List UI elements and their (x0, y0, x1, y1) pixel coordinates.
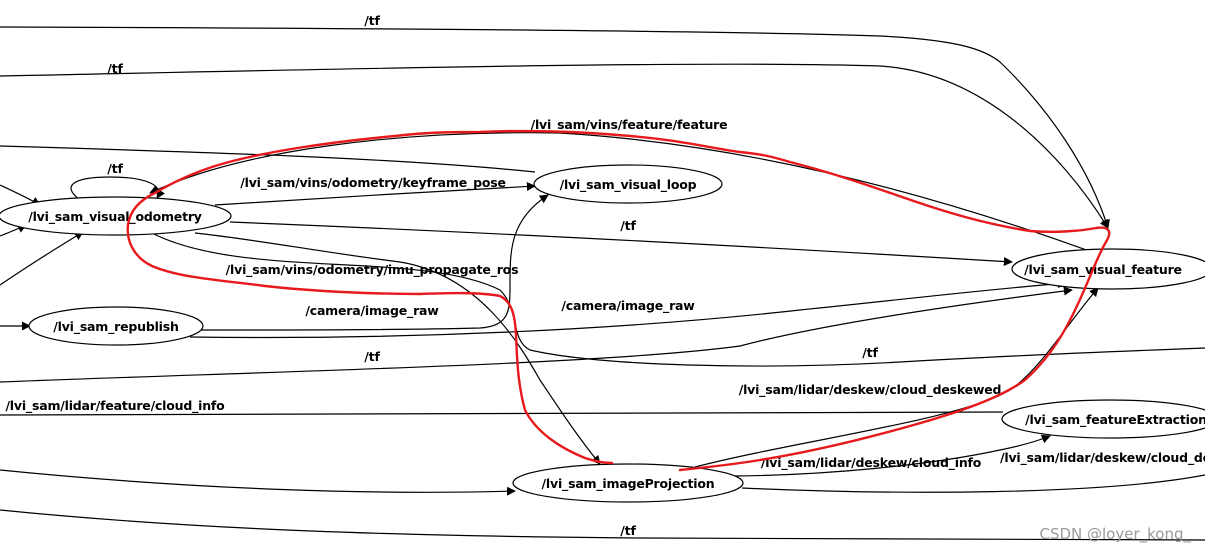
edge-label-tf-top: /tf (364, 13, 380, 28)
node-image-projection[interactable]: /lvi_sam_imageProjection (512, 463, 744, 503)
edge-tf-left-mid (0, 286, 1073, 383)
edge-label-tf-self-loop: /tf (107, 161, 123, 176)
edge-label-tf-to-visual-feature: /tf (620, 218, 636, 233)
edge-label-feature-feature: /lvi_sam/vins/feature/feature (531, 117, 728, 133)
node-feature-extraction[interactable]: /lvi_sam_featureExtraction (1001, 399, 1205, 439)
edge-label-tf-right-mid: /tf (862, 345, 878, 360)
edge-label-tf-bottom: /tf (620, 523, 636, 538)
edge-label-keyframe-pose: /lvi_sam/vins/odometry/keyframe_pose (240, 175, 505, 191)
edge-label-imu-propagate: /lvi_sam/vins/odometry/imu_propagate_ros (226, 262, 519, 278)
edge-tf-bottom (0, 509, 1205, 541)
node-visual-loop-label: /lvi_sam_visual_loop (560, 177, 697, 193)
edge-label-cloud-deskewed-top: /lvi_sam/lidar/deskew/cloud_deskewed (739, 382, 1002, 398)
edge-label-cloud-info-left: /lvi_sam/lidar/feature/cloud_info (5, 398, 225, 414)
node-visual-feature-label: /lvi_sam_visual_feature (1024, 262, 1182, 278)
edge-left-to-image-projection (0, 469, 516, 496)
edge-left-to-odometry-3 (0, 231, 84, 286)
edge-tf-second (0, 63, 1109, 229)
node-image-projection-label: /lvi_sam_imageProjection (542, 476, 715, 492)
node-feature-extraction-label: /lvi_sam_featureExtraction (1025, 412, 1205, 428)
edge-tf-top (0, 26, 1110, 229)
node-republish[interactable]: /lvi_sam_republish (28, 306, 204, 346)
edge-label-cloud-deskewed-right: /lvi_sam/lidar/deskew/cloud_deske (1000, 450, 1205, 466)
edge-camera-raw-right (189, 279, 1067, 339)
edge-camera-raw-left (199, 194, 549, 331)
node-visual-loop[interactable]: /lvi_sam_visual_loop (533, 164, 723, 204)
edge-odometry-to-right (149, 231, 1205, 367)
edge-feature-feature (149, 132, 1101, 256)
node-republish-label: /lvi_sam_republish (53, 319, 178, 335)
edge-label-tf-left-mid: /tf (364, 349, 380, 364)
edge-tf-self-loop (70, 176, 166, 201)
edge-keyframe-pose (214, 181, 536, 206)
node-visual-odometry-label: /lvi_sam_visual_odometry (28, 209, 202, 225)
node-visual-odometry[interactable]: /lvi_sam_visual_odometry (0, 196, 232, 236)
red-annotation-loop (126, 129, 1111, 472)
watermark-text: CSDN @loyer_kong_ (1039, 525, 1191, 543)
edge-cloud-deskewed-right (741, 474, 1205, 493)
edge-label-camera-raw-left: /camera/image_raw (305, 303, 439, 319)
edge-left-to-visual-loop (0, 145, 536, 173)
edge-tf-to-visual-feature (229, 221, 1013, 267)
edge-label-cloud-info-deskew: /lvi_sam/lidar/deskew/cloud_info (761, 455, 982, 471)
edge-label-tf-second: /tf (107, 61, 123, 76)
edge-cloud-info-deskew (734, 434, 1051, 477)
node-visual-feature[interactable]: /lvi_sam_visual_feature (1011, 248, 1205, 290)
edge-label-camera-raw-right: /camera/image_raw (561, 298, 695, 314)
